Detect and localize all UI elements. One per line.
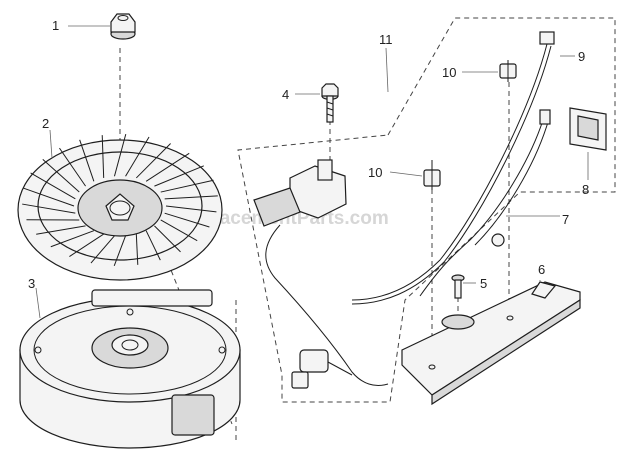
fan-fin — [165, 205, 217, 213]
fan-fin — [160, 179, 214, 193]
fan-fin — [50, 230, 95, 248]
callout-11: 11 — [379, 32, 393, 47]
fan-fin — [42, 158, 80, 193]
callout-9: 9 — [578, 49, 585, 64]
fan-fin — [160, 219, 198, 242]
callout-4: 4 — [282, 87, 289, 102]
bolt-part — [321, 83, 339, 123]
fan-fin — [135, 234, 139, 265]
flywheel-fan-part — [17, 133, 223, 281]
fan-fin — [145, 152, 190, 182]
fan-fin — [154, 165, 204, 187]
fan-fin — [101, 135, 105, 178]
callout-8: 8 — [582, 182, 589, 197]
fan-fin — [113, 133, 127, 177]
fan-fin — [23, 187, 75, 207]
flywheel-magnet-part — [19, 289, 241, 449]
leader-lines — [35, 25, 589, 319]
mounting-plate-part — [401, 281, 581, 406]
stop-switch-part — [569, 107, 607, 151]
callout-10-upper: 10 — [442, 65, 456, 80]
long-wire-part — [351, 31, 555, 305]
callout-1: 1 — [52, 18, 59, 33]
fan-fin — [125, 136, 150, 177]
fan-fin — [135, 143, 171, 179]
fan-fin — [90, 235, 115, 264]
fan-fin — [113, 235, 127, 267]
fan-fin — [36, 225, 86, 235]
callout-2: 2 — [42, 116, 49, 131]
fan-fin — [164, 212, 210, 228]
callout-7: 7 — [562, 212, 569, 227]
fan-fin — [69, 233, 104, 257]
callout-5: 5 — [480, 276, 487, 291]
screw-part — [451, 274, 465, 299]
fan-fin — [22, 203, 76, 214]
fan-fin — [59, 147, 86, 187]
ground-wire-part — [419, 109, 551, 297]
callout-3: 3 — [28, 276, 35, 291]
fan-fin — [145, 230, 161, 261]
ignition-coil-part — [253, 159, 389, 389]
fan-fin — [30, 172, 76, 200]
wire-clip-part-upper — [499, 60, 517, 82]
wire-clip-part-lower — [423, 160, 441, 190]
callout-10-lower: 10 — [368, 165, 382, 180]
flange-nut-part — [110, 13, 136, 40]
callout-labels: 1 2 3 4 5 6 7 8 9 10 10 11 — [28, 18, 589, 291]
fan-fin — [164, 195, 218, 200]
fan-fin — [79, 139, 95, 182]
callout-6: 6 — [538, 262, 545, 277]
ignition-assembly-outline — [237, 17, 616, 403]
fan-fin — [154, 225, 181, 253]
